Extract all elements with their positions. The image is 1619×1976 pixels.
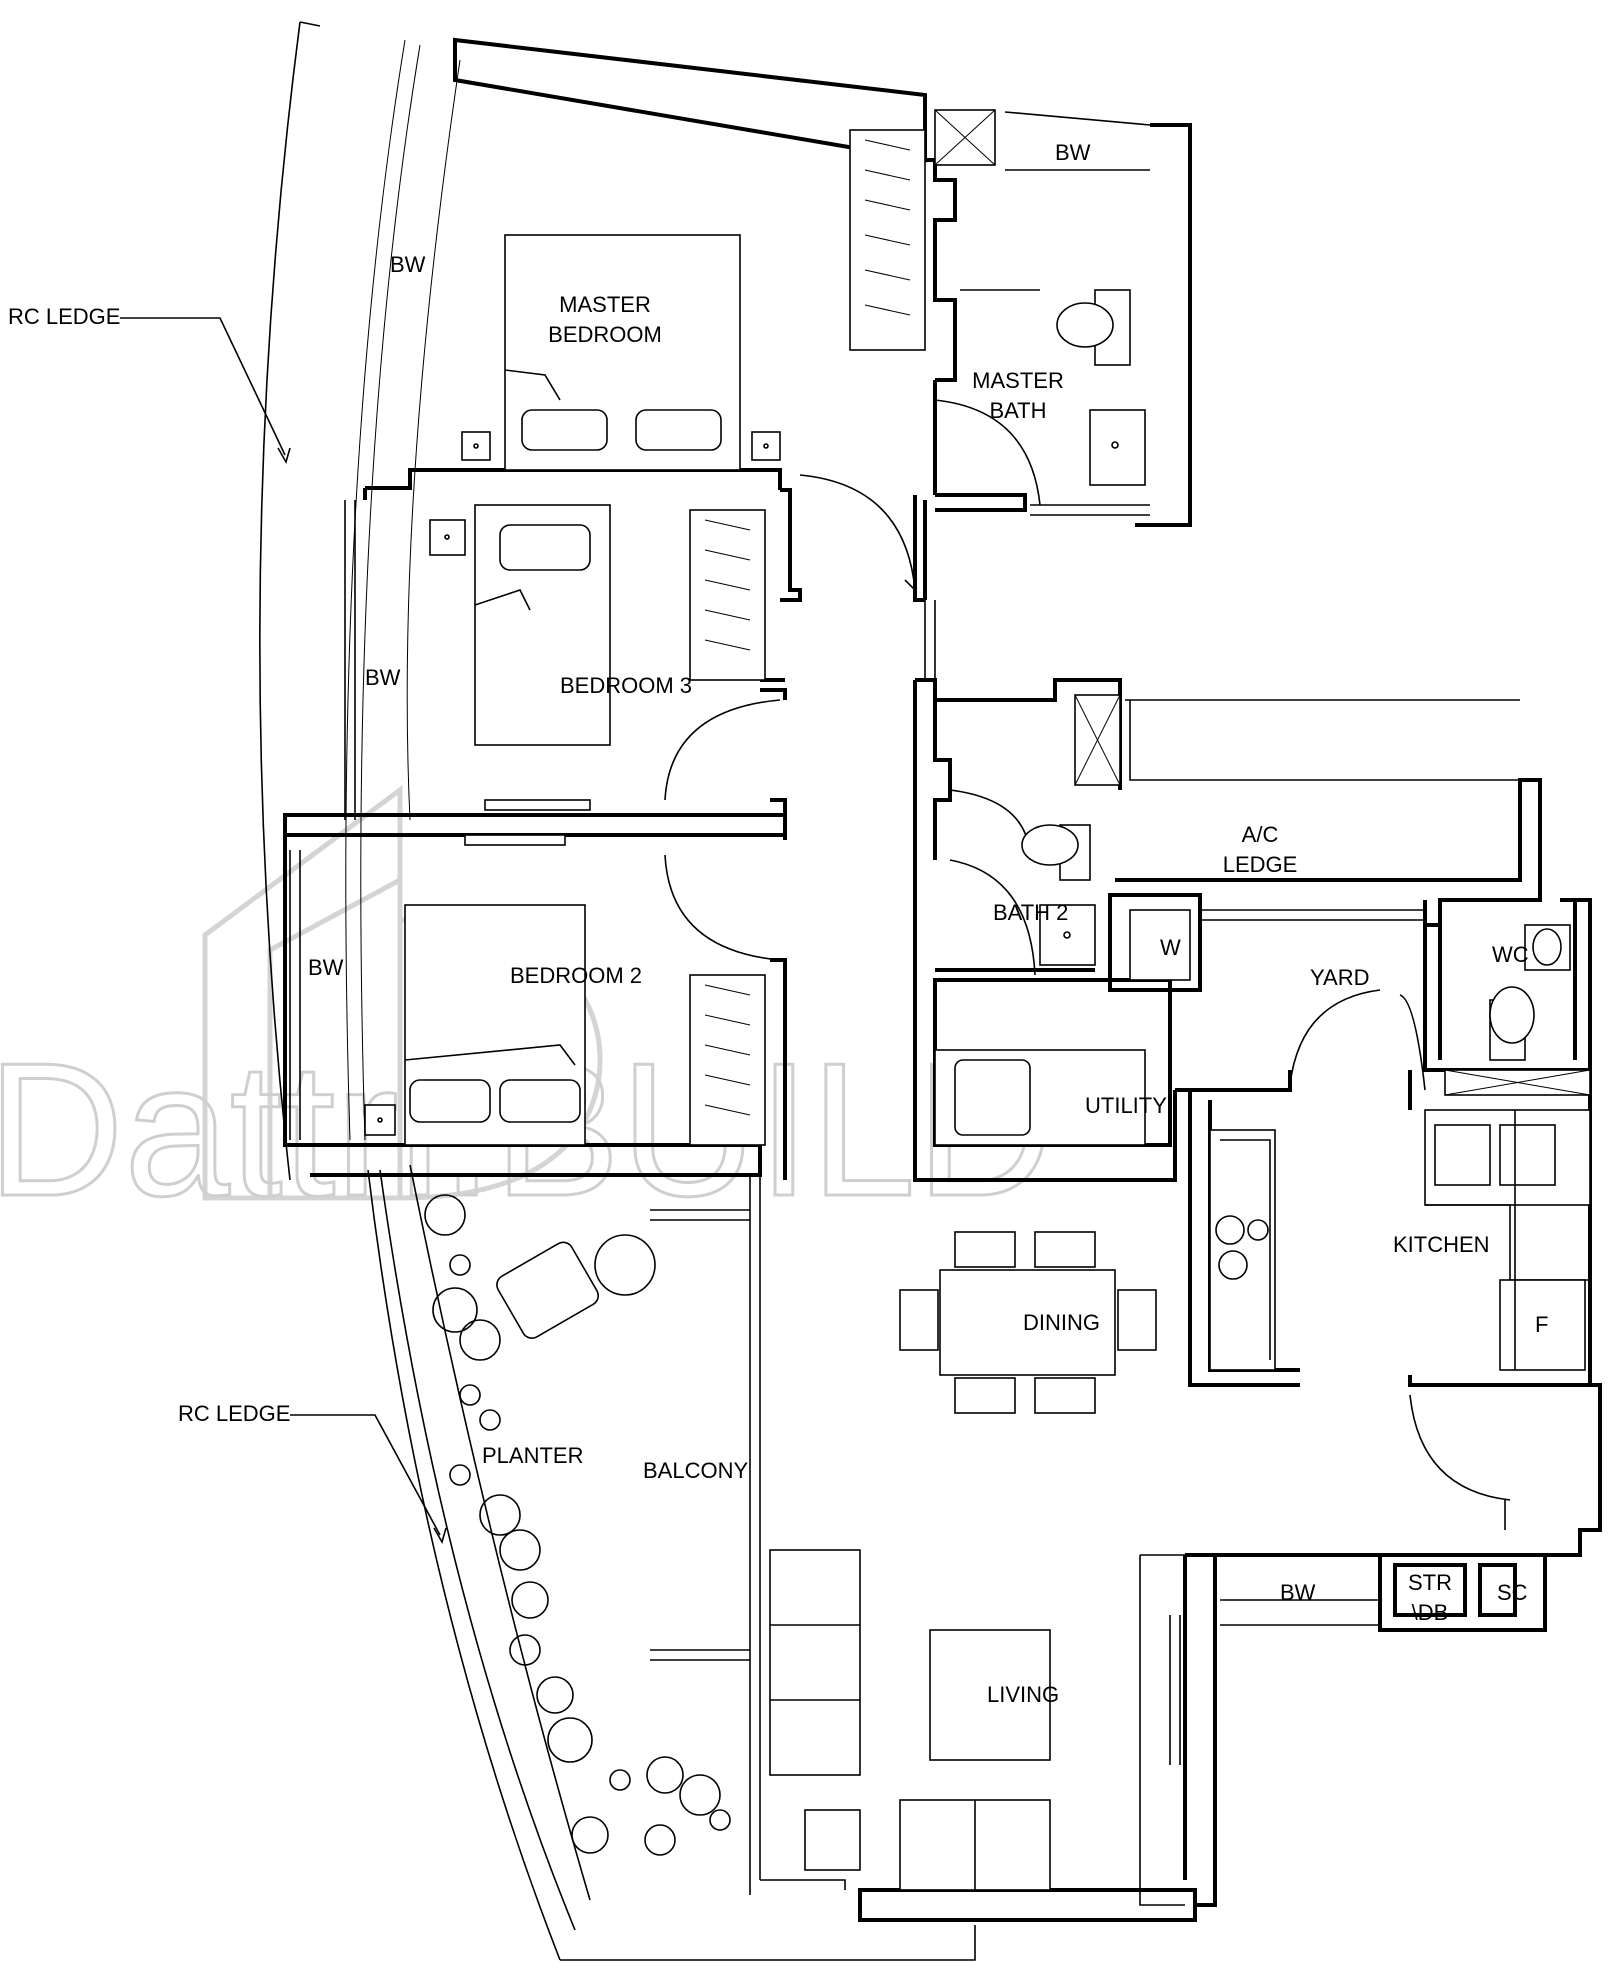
utility-bed [934,1049,1146,1146]
dining-set [899,1231,1157,1414]
label-washer: W [1160,935,1181,960]
master-bed [461,234,781,471]
bedroom-2-wardrobe [689,974,766,1146]
master-bath-fixtures [934,109,1146,486]
label-sc: SC [1497,1580,1528,1605]
bedroom-3-wardrobe [689,509,766,681]
label-bw-bedroom-2: BW [308,955,344,980]
label-dining: DINING [1023,1310,1100,1335]
label-bedroom-3: BEDROOM 3 [560,673,692,698]
living-set [769,1549,1051,1891]
balcony-furniture [496,1234,656,1339]
label-rc-ledge-bottom: RC LEDGE [178,1401,290,1426]
planter-plants [424,1194,731,1856]
label-bw-bedroom-3: BW [365,665,401,690]
label-wc: WC [1492,942,1529,967]
fridge [1499,1279,1586,1371]
furniture [364,109,1591,1891]
label-bedroom-2: BEDROOM 2 [510,963,642,988]
label-planter: PLANTER [482,1443,583,1468]
master-wardrobe [849,129,926,351]
label-bw-master-bath: BW [1055,140,1091,165]
kitchen-counter [1209,1109,1591,1371]
facade-curves [259,21,976,1961]
label-bw-living: BW [1280,1580,1316,1605]
label-living: LIVING [987,1682,1059,1707]
label-rc-ledge-top: RC LEDGE [8,304,120,329]
wc-fixtures [1444,924,1591,1096]
label-utility: UTILITY [1085,1093,1167,1118]
label-yard: YARD [1310,965,1370,990]
bath-2-fixtures [1021,694,1121,966]
label-balcony: BALCONY [643,1458,748,1483]
label-bath-2: BATH 2 [993,900,1068,925]
annotation-leaders [120,317,447,1545]
washer [1129,909,1191,981]
bedroom-2-bed [364,834,586,1146]
label-fridge: F [1535,1312,1548,1337]
label-kitchen: KITCHEN [1393,1232,1490,1257]
bedroom-3-bed [429,504,611,811]
label-str-db: STR\DB [1408,1570,1452,1625]
doors [650,399,1511,1661]
label-bw-master: BW [390,252,426,277]
windows [289,111,1520,1765]
